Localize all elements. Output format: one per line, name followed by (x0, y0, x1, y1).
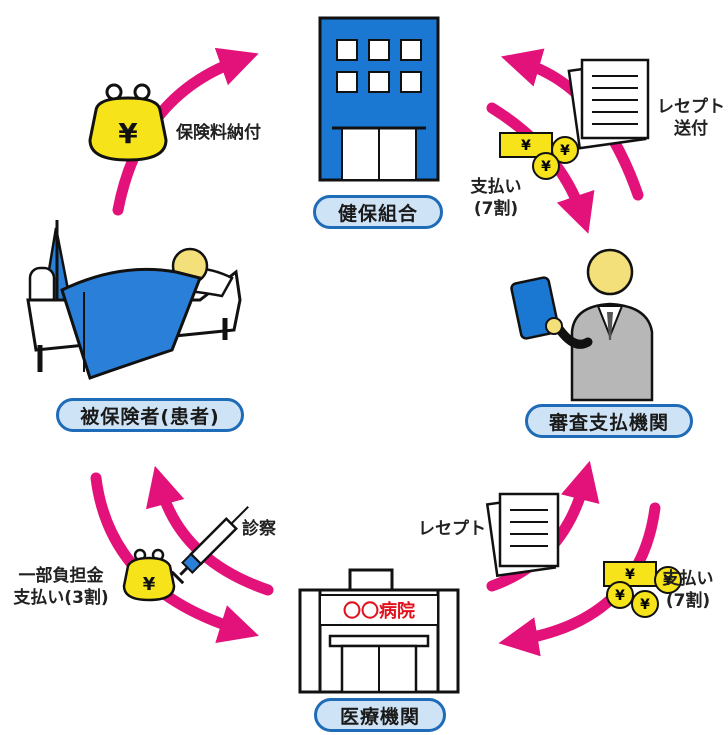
label-payment-top: 支払い (7割) (456, 176, 536, 220)
label-payment-top-line2: (7割) (473, 199, 519, 219)
node-insured: 被保険者(患者) (56, 398, 244, 432)
label-premium: 保険料納付 (176, 123, 261, 143)
patient-in-bed-icon (26, 220, 242, 380)
hospital-sign: 〇〇病院 (343, 600, 415, 622)
label-receipt-top: レセプト 送付 (653, 96, 728, 140)
label-copay: 一部負担金 支払い(3割) (6, 565, 116, 609)
svg-text:¥: ¥ (663, 573, 673, 589)
label-copay-line2: 支払い(3割) (13, 588, 109, 608)
svg-text:¥: ¥ (143, 574, 156, 595)
node-medical-label: 医療機関 (339, 705, 420, 728)
svg-text:¥: ¥ (615, 588, 625, 604)
purse-icon: ¥ (88, 83, 168, 162)
receipt-document-icon-bottom (485, 492, 560, 578)
node-insured-label: 被保険者(患者) (80, 405, 220, 428)
svg-text:¥: ¥ (541, 159, 551, 175)
receipt-document-icon (567, 58, 650, 150)
svg-text:¥: ¥ (521, 138, 531, 154)
node-insurer: 健保組合 (313, 195, 443, 229)
syringe-icon (170, 506, 249, 585)
label-receipt-top-line2: 送付 (674, 119, 708, 139)
node-review: 審査支払機関 (525, 404, 693, 438)
label-exam: 診察 (242, 519, 276, 539)
money-icon-top: ¥ ¥ ¥ (499, 132, 579, 180)
node-medical: 医療機関 (314, 698, 446, 732)
reviewer-person-icon (510, 248, 654, 402)
money-icon-bottom: ¥ ¥ ¥ ¥ (603, 561, 682, 618)
node-insurer-label: 健保組合 (337, 202, 418, 225)
svg-text:¥: ¥ (640, 597, 650, 613)
node-review-label: 審査支払機関 (548, 411, 669, 434)
label-payment-bottom-line1: 支払い (662, 569, 714, 589)
label-payment-top-line1: 支払い (470, 177, 522, 197)
label-payment-bottom-line2: (7割) (665, 591, 711, 611)
hospital-building-icon: 〇〇病院 (298, 568, 460, 694)
label-copay-line1: 一部負担金 (18, 566, 104, 586)
yen-symbol-premium: ¥ (118, 117, 138, 150)
label-payment-bottom: 支払い (7割) (650, 568, 726, 612)
svg-text:¥: ¥ (625, 567, 635, 583)
insurer-building-icon (318, 16, 440, 182)
label-receipt-top-line1: レセプト (657, 97, 725, 117)
label-receipt-bottom: レセプト (418, 519, 486, 539)
svg-text:¥: ¥ (560, 143, 570, 159)
copay-purse-icon: ¥ (122, 548, 176, 602)
